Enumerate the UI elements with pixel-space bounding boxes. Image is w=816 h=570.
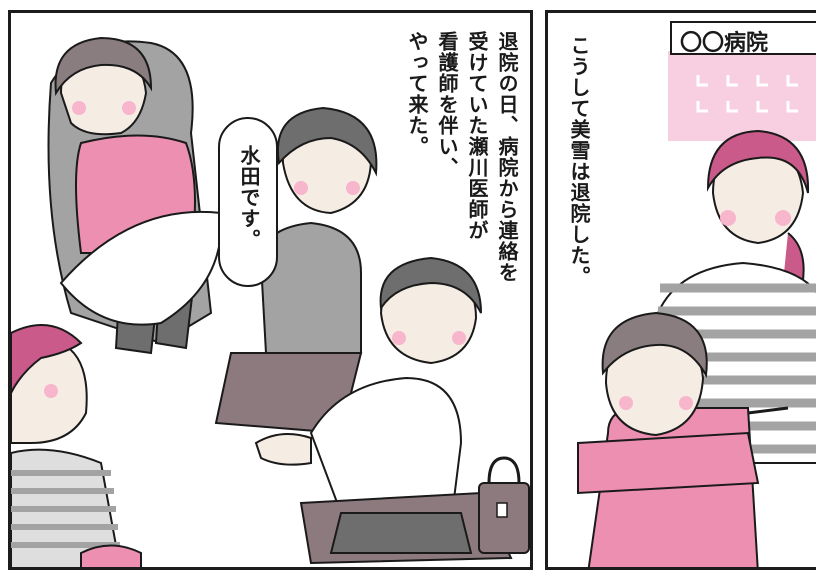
elderly-woman-wheelchair: [577, 311, 789, 567]
doctor-figure: [254, 256, 513, 565]
panel-left-artwork: [11, 36, 530, 567]
medical-bag: [478, 456, 530, 554]
narration-left: 退院の日、病院から連絡を 受けていた瀬川医師が 看護師を伴い、 やって来た。: [402, 31, 522, 361]
speech-text: 水田です。: [237, 145, 261, 250]
woman-pushing-wheelchair: [657, 129, 816, 464]
comic-panel-left: 水田です。 退院の日、病院から連絡を 受けていた瀬川医師が 看護師を伴い、 やっ…: [8, 10, 533, 570]
narration-right: こうして美雪は退院した。: [567, 35, 591, 287]
narration-line-3: 看護師を伴い、: [435, 31, 459, 178]
hospital-building: [668, 51, 816, 141]
woman-foreground-figure: [11, 324, 142, 567]
narration-line-2: 受けていた瀬川医師が: [465, 31, 489, 241]
panel-right-artwork: [577, 51, 816, 567]
hospital-sign-text: 〇〇病院: [680, 31, 769, 56]
narration-line-1: 退院の日、病院から連絡を: [495, 31, 519, 283]
comic-panel-right: 〇〇病院 こうして美雪は退院した。: [545, 10, 816, 570]
speech-bubble: 水田です。: [218, 117, 278, 287]
elderly-woman-figure: [54, 36, 223, 355]
narration-line-4: やって来た。: [405, 31, 429, 157]
hospital-windows: [696, 75, 798, 113]
hospital-sign: 〇〇病院: [670, 21, 816, 56]
